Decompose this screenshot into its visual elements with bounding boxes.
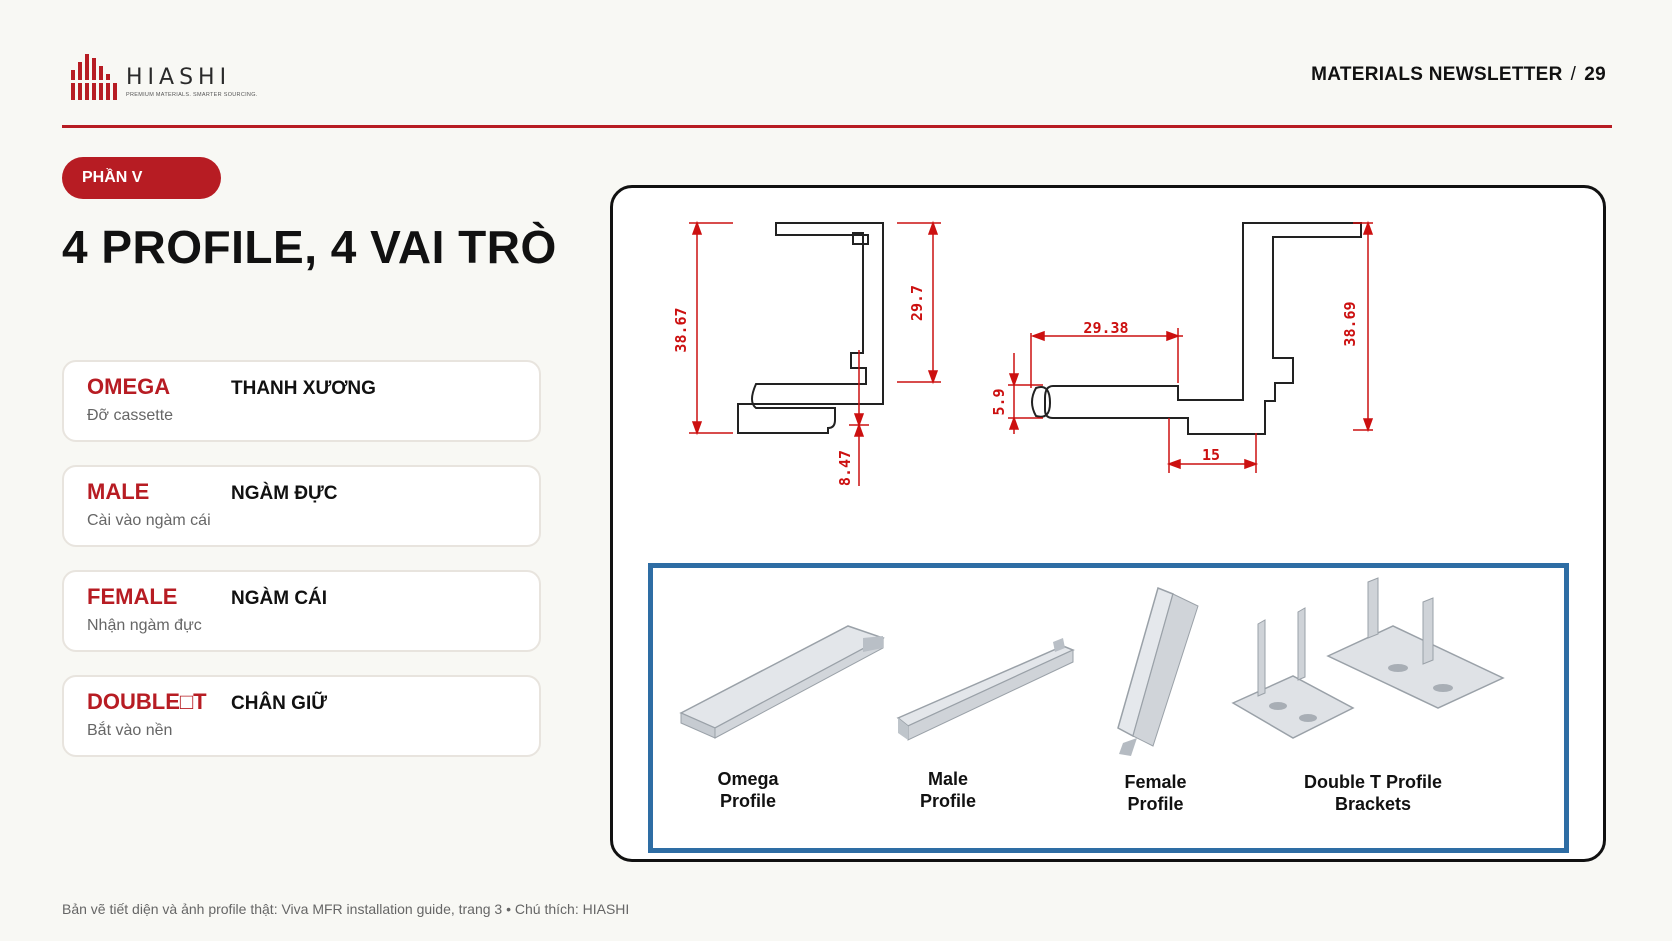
dimension-lines (689, 220, 1374, 486)
female-profile-photo (1117, 586, 1199, 756)
caption-double-t: Double T Profile Brackets (1303, 772, 1442, 814)
profile-name: FEMALE (87, 584, 178, 609)
profile-role: CHÂN GIỮ (231, 693, 327, 714)
profile-name: OMEGA (87, 374, 171, 399)
profile-desc: Đỡ cassette (87, 407, 174, 424)
building-bars-logo-icon (70, 54, 118, 100)
caption-female: Female Profile (1124, 772, 1187, 814)
brand-logo: HIASHI PREMIUM MATERIALS. SMARTER SOURCI… (70, 54, 258, 100)
header-rule (62, 125, 1612, 128)
profile-role: THANH XƯƠNG (231, 378, 376, 399)
page-number: 29 (1584, 64, 1606, 85)
profile-card-male: MALE NGÀM ĐỰC Cài vào ngàm cái (62, 465, 541, 547)
profile-photos: Omega Profile Male Profile Female Profil… (648, 563, 1569, 853)
cross-section-drawing: 38.67 29.7 8.47 29.38 5.9 38.69 15 (672, 220, 1374, 486)
caption-omega: Omega Profile (717, 769, 779, 811)
brand-tagline: PREMIUM MATERIALS. SMARTER SOURCING. (126, 92, 258, 98)
profile-role: NGÀM CÁI (231, 588, 328, 609)
profile-name: DOUBLE□T (87, 689, 207, 714)
footer-source: Bản vẽ tiết diện và ảnh profile thật: Vi… (62, 901, 630, 917)
omega-profile-photo (679, 625, 885, 739)
profile-card-double-t: DOUBLE□T CHÂN GIỮ Bắt vào nền (62, 675, 541, 757)
profile-card-omega: OMEGA THANH XƯƠNG Đỡ cassette (62, 360, 541, 442)
male-profile-photo (896, 638, 1075, 741)
dim-right-height: 38.69 (1341, 301, 1359, 346)
newsletter-header: MATERIALS NEWSLETTER / 29 (1311, 64, 1606, 86)
publication-name: MATERIALS NEWSLETTER (1311, 64, 1563, 85)
dim-right-small: 5.9 (990, 388, 1008, 415)
double-t-bracket-photo (1231, 577, 1505, 739)
profile-desc: Bắt vào nền (87, 722, 173, 739)
profile-role: NGÀM ĐỰC (231, 483, 338, 504)
profile-desc: Cài vào ngàm cái (87, 512, 211, 529)
caption-male: Male Profile (919, 769, 976, 811)
profile-name: MALE (87, 479, 150, 504)
dim-right-width: 29.38 (1083, 319, 1128, 337)
profile-figure: 38.67 29.7 8.47 29.38 5.9 38.69 15 (610, 185, 1606, 862)
dim-left-height: 38.67 (672, 307, 690, 352)
dim-left-inner: 29.7 (908, 285, 926, 321)
dim-left-small: 8.47 (836, 450, 854, 486)
female-profile-section (1031, 222, 1362, 435)
dim-right-bottom: 15 (1202, 446, 1220, 464)
page-title: 4 PROFILE, 4 VAI TRÒ (62, 221, 557, 273)
brand-name: HIASHI (126, 65, 232, 90)
profile-card-female: FEMALE NGÀM CÁI Nhận ngàm đực (62, 570, 541, 652)
section-badge: PHẦN V (62, 157, 221, 199)
profile-desc: Nhận ngàm đực (87, 617, 202, 634)
header-separator: / (1570, 64, 1577, 85)
male-profile-section (737, 222, 884, 434)
profile-photo-illustrations (679, 577, 1505, 756)
